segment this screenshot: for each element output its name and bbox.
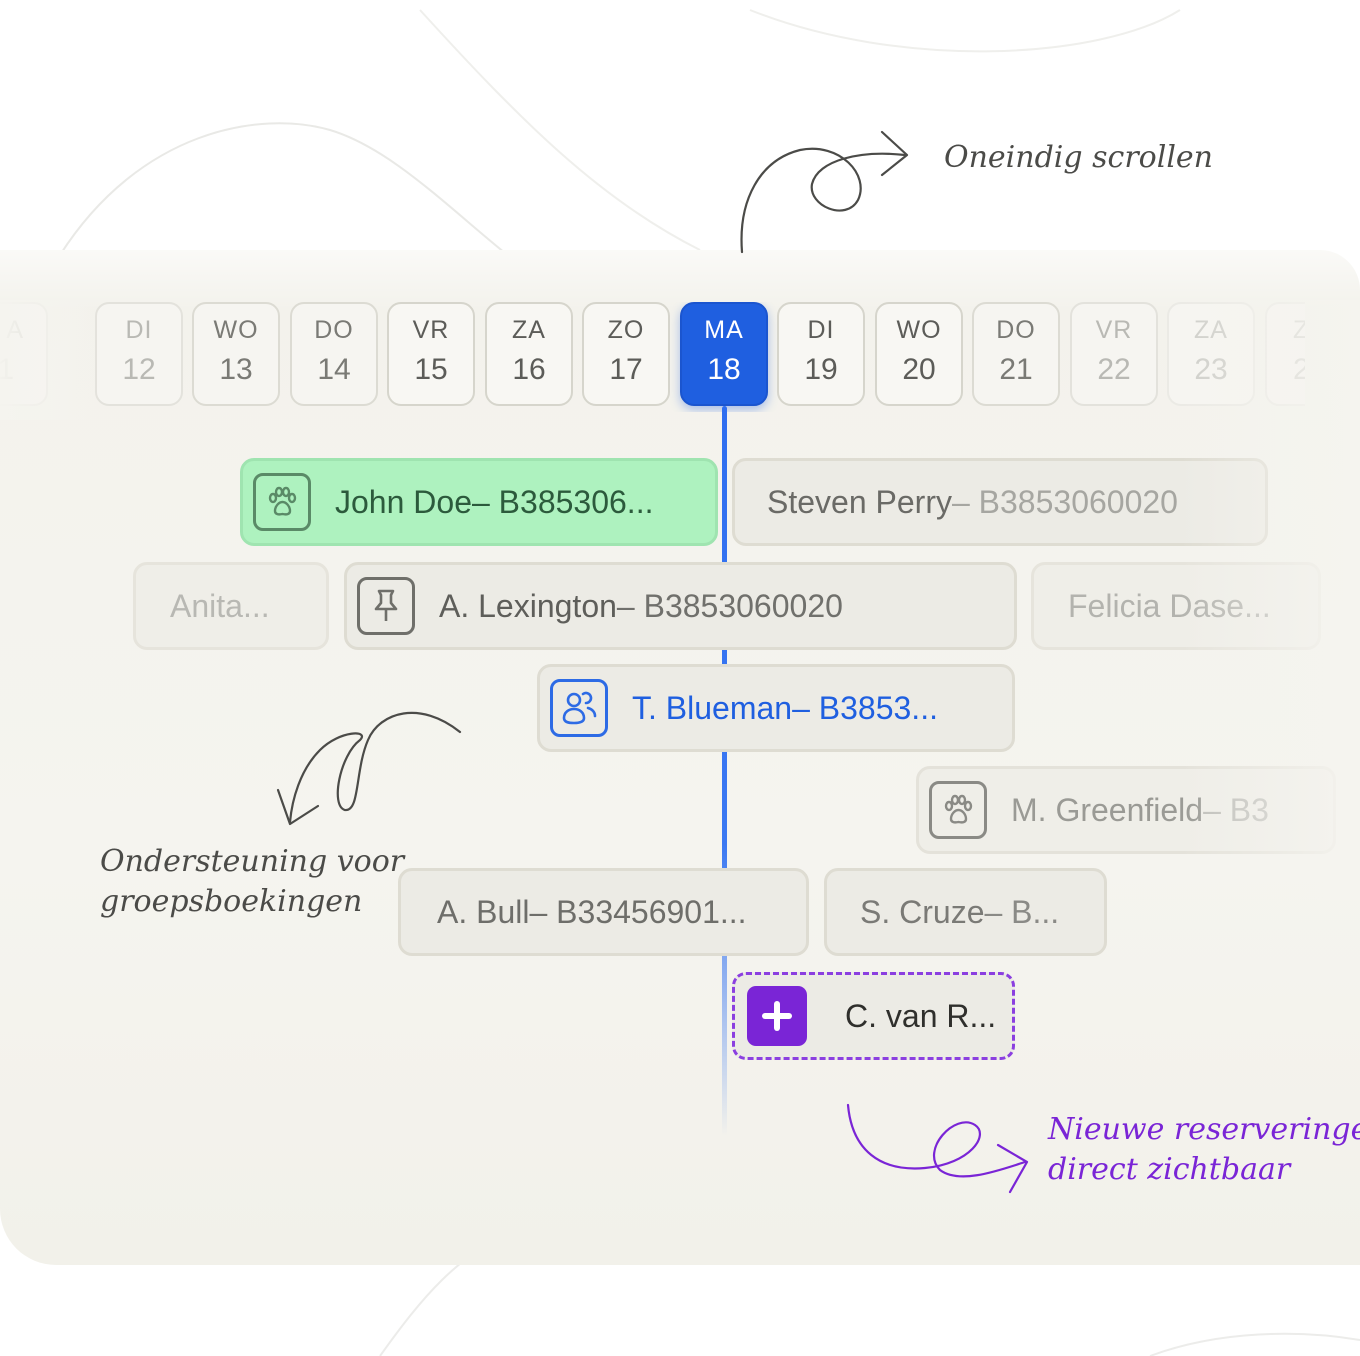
booking-reference: – B... <box>984 893 1060 930</box>
booking-reference: – B3853... <box>792 689 938 726</box>
booking-t-blueman[interactable]: T. Blueman – B3853... <box>537 664 1015 752</box>
booking-m-greenfield[interactable]: M. Greenfield – B3 <box>916 766 1336 854</box>
booking-guest-name: A. Lexington <box>439 587 617 624</box>
annotation-new-reservations: Nieuwe reserveringen direct zichtbaar <box>1048 1112 1360 1187</box>
booking-guest-name: Steven Perry <box>767 483 952 520</box>
plus-icon <box>747 986 807 1046</box>
annotation-infinite-scroll: Oneindig scrollen <box>944 140 1213 175</box>
booking-guest-name: C. van R... <box>845 997 997 1034</box>
booking-reference: – B385306... <box>471 483 654 520</box>
booking-steven-perry[interactable]: Steven Perry – B3853060020 <box>732 458 1268 546</box>
booking-reference: – B33456901... <box>529 893 747 930</box>
booking-reference: – B3853060020 <box>616 587 843 624</box>
today-timeline-marker <box>722 406 727 1136</box>
booking-guest-name: M. Greenfield <box>1011 791 1204 828</box>
paw-icon <box>929 781 987 839</box>
booking-reference: – B3853060020 <box>951 483 1178 520</box>
planner-panel <box>0 250 1360 1265</box>
panel-highlight <box>0 250 1360 310</box>
booking-s-cruze[interactable]: S. Cruze – B... <box>824 868 1107 956</box>
booking-guest-name: Anita... <box>170 587 270 624</box>
booking-guest-name: A. Bull <box>437 893 530 930</box>
annotation-group-bookings: Ondersteuning voor groepsboekingen <box>100 844 405 919</box>
booking-reference: – B3 <box>1203 791 1269 828</box>
booking-guest-name: S. Cruze <box>860 893 985 930</box>
group-icon <box>550 679 608 737</box>
booking-felicia[interactable]: Felicia Dase... <box>1031 562 1321 650</box>
booking-a-bull[interactable]: A. Bull – B33456901... <box>398 868 809 956</box>
booking-new-c-van-r[interactable]: C. van R... <box>732 972 1015 1060</box>
booking-john-doe[interactable]: John Doe – B385306... <box>240 458 718 546</box>
booking-guest-name: Felicia Dase... <box>1068 587 1271 624</box>
booking-guest-name: John Doe <box>335 483 472 520</box>
booking-guest-name: T. Blueman <box>632 689 793 726</box>
pin-icon <box>357 577 415 635</box>
paw-icon <box>253 473 311 531</box>
booking-a-lexington[interactable]: A. Lexington – B3853060020 <box>344 562 1017 650</box>
booking-anita[interactable]: Anita... <box>133 562 329 650</box>
